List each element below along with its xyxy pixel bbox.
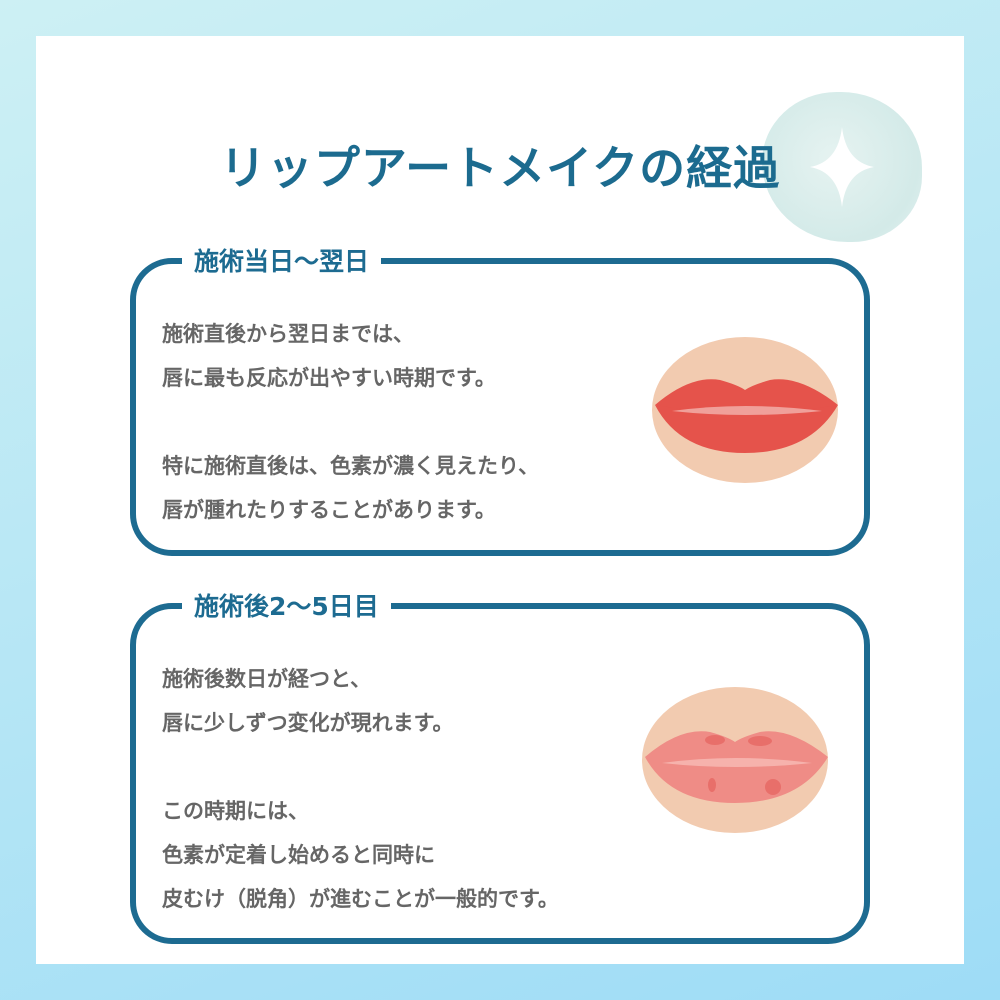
text-line: この時期には、	[162, 799, 309, 823]
text-line: 唇に少しずつ変化が現れます。	[162, 711, 454, 735]
text-line: 唇に最も反応が出やすい時期です。	[162, 366, 496, 390]
section-label: 施術当日〜翌日	[182, 244, 382, 280]
section-day2-5: 施術後2〜5日目 施術後数日が経つと、 唇に少しずつ変化が現れます。 この時期に…	[130, 589, 870, 944]
section-text: 施術後数日が経つと、 唇に少しずつ変化が現れます。 この時期には、 色素が定着し…	[162, 657, 559, 921]
text-line: 皮むけ（脱角）が進むことが一般的です。	[162, 887, 559, 911]
text-line: 施術後数日が経つと、	[162, 667, 372, 691]
section-day1: 施術当日〜翌日 施術直後から翌日までは、 唇に最も反応が出やすい時期です。 特に…	[130, 244, 870, 556]
watercolor-decoration	[762, 92, 922, 242]
text-line: 特に施術直後は、色素が濃く見えたり、	[162, 454, 540, 478]
sparkle-icon	[810, 127, 874, 207]
page-title: リップアートメイクの経過	[219, 141, 781, 195]
lips-illustration-red	[652, 337, 838, 483]
section-text: 施術直後から翌日までは、 唇に最も反応が出やすい時期です。 特に施術直後は、色素…	[162, 312, 539, 532]
text-line: 色素が定着し始めると同時に	[162, 843, 435, 867]
lips-illustration-peeling	[642, 687, 828, 833]
section-label: 施術後2〜5日目	[182, 589, 391, 625]
text-line: 唇が腫れたりすることがあります。	[162, 498, 496, 522]
text-line: 施術直後から翌日までは、	[162, 322, 414, 346]
